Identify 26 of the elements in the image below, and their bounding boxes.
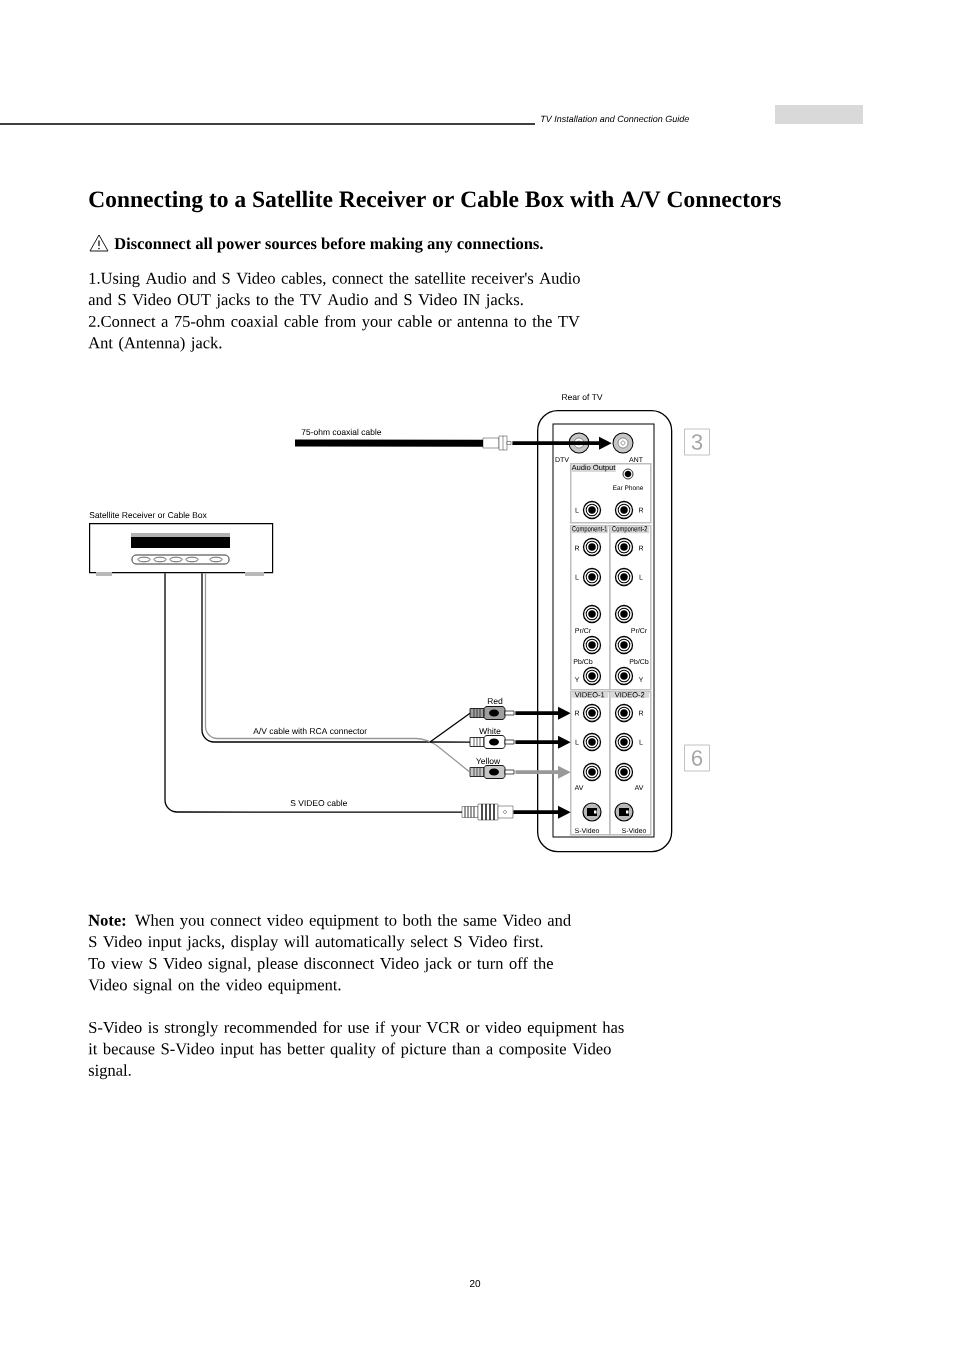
plug-label: White <box>479 727 501 735</box>
instruction-text: 2.Connect a 75-ohm coaxial cable from your cable or antenna to the TV Ant (Antenna) jack. <box>88 315 580 352</box>
edge-label: S VIDEO cable <box>289 798 349 808</box>
page-tab: 3 <box>684 428 710 456</box>
device-label: Satellite Receiver or Cable Box <box>89 511 207 519</box>
edge-label: A/V cable with RCA connector <box>252 726 369 736</box>
cable <box>204 572 471 773</box>
instruction-text: 1.Using Audio and S Video cables, connect the satellite receiver's Audio and S Video OUT jacks to the TV Audio and S Video IN jacks. <box>88 272 580 309</box>
note-text: To view S Video signal, please disconnect Video jack or turn off the Video signal on the video equipment. <box>88 957 553 994</box>
cable <box>201 572 431 743</box>
coaxial-plug <box>482 435 512 451</box>
cable <box>164 572 463 813</box>
panel-title: Rear of TV <box>562 393 603 401</box>
plug-label: Red <box>487 697 503 705</box>
cable <box>429 741 471 743</box>
header-text: TV Installation and Connection Guide <box>541 115 689 123</box>
title: Connecting to a Satellite Receiver or Cable Box with A/V Connectors <box>89 190 781 213</box>
page-tab: 6 <box>684 744 710 772</box>
note-text: S-Video is strongly recommended for use if your VCR or video equipment has it because S-Video input has better quality of picture than a composite Video signal. <box>88 1021 624 1080</box>
s-video-plug <box>461 803 514 821</box>
plug-label: Yellow <box>476 757 501 765</box>
edge-label: 75-ohm coaxial cable <box>300 427 383 437</box>
cable <box>429 712 471 743</box>
note-text: Note: When you connect video equipment to both the same Video and S Video input jacks, display will automatically select S Video first. <box>88 914 571 951</box>
page-number: 20 <box>469 1280 481 1288</box>
warning-text: Disconnect all power sources before making any connections. <box>114 237 543 253</box>
